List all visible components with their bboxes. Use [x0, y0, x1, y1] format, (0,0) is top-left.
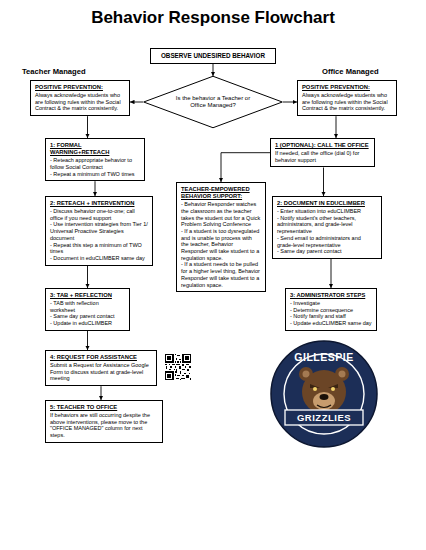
box-text: - Discuss behavior one-to-one; call offi…	[50, 208, 148, 221]
connector-arrow	[221, 153, 270, 182]
connector-arrow	[331, 259, 332, 288]
box-text: - Enter situation into eduCLIMBER	[277, 208, 377, 215]
box-text: - If a student is too dysregulated and i…	[181, 228, 261, 262]
box-text: - Determine consequence	[290, 307, 372, 314]
box-text: If behaviors are still occurring despite…	[50, 412, 158, 439]
connector-arrow	[213, 64, 214, 76]
connector-arrow	[283, 102, 297, 103]
decision-diamond: Is the behavior a Teacher or Office Mana…	[143, 76, 283, 128]
box-heading: 5: TEACHER TO OFFICE	[50, 404, 158, 411]
connector-arrow	[87, 266, 88, 288]
box-text: Submit a Request for Assistance Google F…	[50, 362, 152, 382]
box-text: - Repeat this step a minimum of TWO time…	[50, 242, 148, 255]
connector-arrow	[323, 168, 324, 197]
box-text: - Same day parent contact	[50, 313, 125, 320]
box-heading: TEACHER-EMPOWERED BEHAVIOR SUPPORT:	[181, 186, 261, 200]
connector-arrow	[87, 116, 88, 138]
logo-text: GILLESPIE	[272, 351, 376, 363]
box-text: - Send email to administrators and grade…	[277, 235, 377, 248]
process-box: 3: TAB + REFLECTION- TAB with reflection…	[45, 288, 130, 331]
box-text: - Notify student's other teachers, admin…	[277, 215, 377, 235]
box-heading: POSITIVE PREVENTION:	[35, 84, 125, 91]
process-box: 1: FORMAL WARNING+RETEACH- Reteach appro…	[45, 138, 145, 181]
connector-arrow	[101, 386, 102, 400]
connector-arrow	[130, 102, 143, 103]
box-text: - Notify family and staff	[290, 313, 372, 320]
box-text: - If a student needs to be pulled for a …	[181, 261, 261, 288]
column-heading: Teacher Managed	[22, 67, 142, 76]
connector-arrow	[87, 331, 88, 350]
column-heading: Office Managed	[322, 67, 422, 76]
box-heading: POSITIVE PREVENTION:	[302, 84, 392, 91]
prevention-box: POSITIVE PREVENTION:Always acknowledge s…	[297, 80, 397, 116]
process-box: 1 (OPTIONAL): CALL THE OFFICEIf needed, …	[270, 138, 375, 167]
prevention-box: POSITIVE PREVENTION:Always acknowledge s…	[30, 80, 130, 116]
box-text: - Reteach appropriate behavior to follow…	[50, 157, 140, 170]
process-box: 2: RETEACH + INTERVENTION- Discuss behav…	[45, 196, 153, 266]
connector-arrow	[336, 116, 337, 138]
chart-title: Behavior Response Flowchart	[0, 8, 426, 28]
start-box: OBSERVE UNDESIRED BEHAVIOR	[150, 48, 276, 64]
box-text: - Update eduCLIMBER same day	[290, 320, 372, 327]
box-text: OBSERVE UNDESIRED BEHAVIOR	[153, 52, 273, 60]
box-text: - Repeat a minimum of TWO times	[50, 171, 140, 178]
box-text: - Document in eduCLIMBER same day	[50, 255, 148, 262]
box-text: Always acknowledge students who are foll…	[35, 92, 125, 112]
box-text: - TAB with reflection worksheet	[50, 300, 125, 313]
box-text: - Same day parent contact	[277, 248, 377, 255]
box-heading: 2: RETEACH + INTERVENTION	[50, 200, 148, 207]
box-heading: 2: DOCUMENT IN EDUCLIMBER	[277, 200, 377, 207]
box-text: Is the behavior a Teacher or Office Mana…	[174, 95, 252, 110]
box-heading: 3: TAB + REFLECTION	[50, 292, 125, 299]
box-heading: 3: ADMINISTRATOR STEPS	[290, 292, 372, 299]
process-box: 5: TEACHER TO OFFICEIf behaviors are sti…	[45, 400, 163, 443]
process-box: 2: DOCUMENT IN EDUCLIMBER- Enter situati…	[272, 196, 382, 259]
diamond-shape	[144, 76, 283, 127]
connector-arrow	[95, 181, 96, 196]
logo-text: GRIZZLIES	[285, 412, 363, 423]
box-text: - Update in eduCLIMBER	[50, 320, 125, 327]
box-text: Always acknowledge students who are foll…	[302, 92, 392, 112]
process-box: 3: ADMINISTRATOR STEPS- Investigate- Det…	[285, 288, 377, 331]
box-text: - Use intervention strategies from Tier …	[50, 221, 148, 241]
box-text: - Investigate	[290, 300, 372, 307]
box-heading: 1: FORMAL WARNING+RETEACH	[50, 142, 140, 156]
box-text: If needed, call the office (dial 0) for …	[275, 150, 370, 163]
box-heading: 1 (OPTIONAL): CALL THE OFFICE	[275, 142, 370, 149]
qr-code	[165, 354, 191, 380]
box-text: - Behavior Responder watches the classro…	[181, 201, 261, 228]
process-box: 4: REQUEST FOR ASSISTANCESubmit a Reques…	[45, 350, 157, 386]
process-box: TEACHER-EMPOWERED BEHAVIOR SUPPORT:- Beh…	[176, 182, 266, 292]
box-heading: 4: REQUEST FOR ASSISTANCE	[50, 354, 152, 361]
